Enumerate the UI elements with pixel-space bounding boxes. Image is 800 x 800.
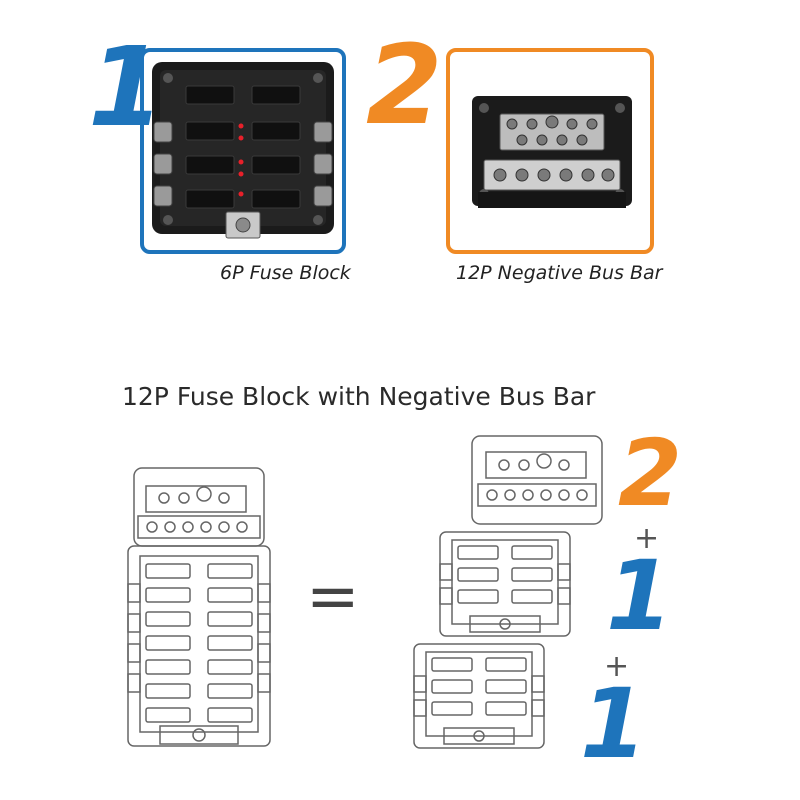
fuse-block-photo-frame <box>140 48 346 254</box>
bus-bar-photo <box>472 96 632 208</box>
combined-assembly-drawing <box>127 467 271 747</box>
bus-bar-photo-frame <box>446 48 654 254</box>
item-2-number: 2 <box>366 21 443 149</box>
fuse-block-caption: 6P Fuse Block <box>220 262 351 284</box>
fuse-block-photo <box>152 62 334 239</box>
bus-bar-caption: 12P Negative Bus Bar <box>456 262 663 284</box>
stack-number-2: 2 <box>618 420 683 527</box>
diagram-title: 12P Fuse Block with Negative Bus Bar <box>122 382 596 411</box>
stack-number-1-lower: 1 <box>580 668 647 780</box>
stack-number-1-upper: 1 <box>606 540 673 652</box>
equals-sign: = <box>306 560 360 634</box>
fuse-block-drawing-upper <box>439 531 571 637</box>
plus-sign-1: + <box>634 521 660 556</box>
fuse-block-drawing-lower <box>413 643 545 749</box>
bus-bar-drawing <box>471 435 603 525</box>
plus-sign-2: + <box>604 649 630 684</box>
